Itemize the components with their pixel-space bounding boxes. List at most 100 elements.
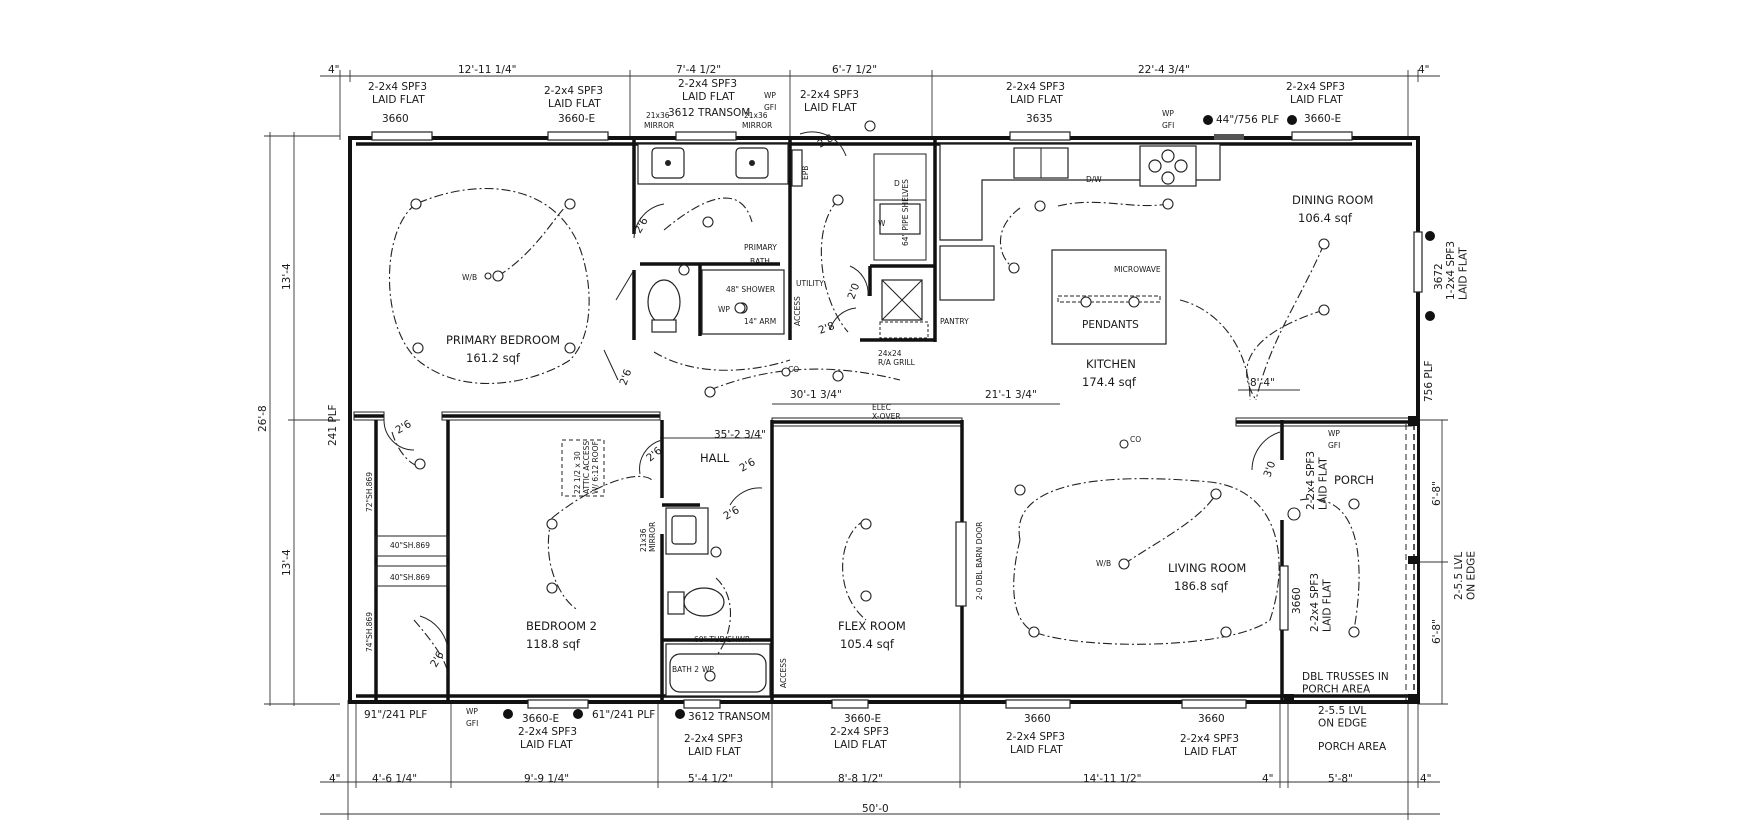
light-icon [1028,626,1040,638]
wb-label-1: W/B [462,273,477,282]
wp-label-3: WP [1162,109,1174,118]
porch-lvl-right: 2-5.5 LVLON EDGE [1453,551,1478,600]
porch-window-mid: 3660 [1291,587,1303,614]
shelf-label-1: 40"SH.869 [390,541,430,550]
gfi-label-2: GFI [1328,441,1340,450]
dim-top-2: 7'-4 1/2" [676,64,721,76]
light-icon [546,518,558,530]
shelf-label-4: 74"SH.869 [365,612,374,652]
top-header-5-line2: LAID FLAT [1010,94,1063,106]
electrical-wiring [388,188,1360,677]
light-icon [1162,198,1174,210]
dim-interior-2: 21'-1 3/4" [985,389,1037,401]
light-icon [1318,304,1330,316]
utility-name: UTILITY [796,279,824,288]
window-top-6 [1214,134,1244,140]
interior-walls [353,140,1413,700]
light-icon [1220,626,1232,638]
washer-icon [879,203,921,235]
barn-door-icon [955,521,967,607]
top-header-4-line1: 2-2x4 SPF3 [800,89,859,101]
light-icon [1318,238,1330,250]
wb-label-2: W/B [1096,559,1111,568]
window-bottom-2 [683,699,721,709]
dim-bottom-5: 14'-11 1/2" [1083,773,1141,785]
bottom-header-4-window: 3660 [1024,713,1051,725]
dim-top-4: 22'-4 3/4" [1138,64,1190,76]
tub-label: 60" TUB/SHWR [694,635,750,644]
epb-panel [791,149,803,187]
bottom-header-3-line1: 2-2x4 SPF3 [830,726,889,738]
bottom-header-4-line1: 2-2x4 SPF3 [1006,731,1065,743]
door-label: 2'6 [428,649,447,669]
light-icon [832,370,844,382]
light-icon [410,198,422,210]
co-detector-icon [1119,439,1129,449]
door-label: 2'6 [618,367,635,387]
light-icon [860,590,872,602]
door-label: 2'8 [816,132,836,151]
right-wall-plf: 756 PLF [1423,360,1435,402]
dim-bottom-4: 8'-8 1/2" [838,773,883,785]
top-header-2-line2: LAID FLAT [548,98,601,110]
dim-bottom-2: 9'-9 1/4" [524,773,569,785]
flex-area: 105.4 sqf [840,637,895,651]
light-icon [702,216,714,228]
top-header-1-line2: LAID FLAT [372,94,425,106]
mirror-side-label: 21x36MIRROR [639,522,657,552]
door-label: 2'6 [394,418,414,437]
co-detector-icon [781,367,791,377]
bottom-header-1-line1: 2-2x4 SPF3 [518,726,577,738]
flex-name: FLEX ROOM [838,619,906,633]
hall-name: HALL [700,451,730,465]
window-top-3 [675,131,737,141]
dim-left-0: 13'-4 [281,263,293,290]
dim-top-0: 4" [328,64,340,76]
barn-door-label: 2-0 DBL BARN DOOR [975,522,984,600]
kitchen-area: 174.4 sqf [1082,375,1137,389]
mirror-label-1: MIRROR [644,121,674,130]
co-label-1: CO [788,365,799,374]
windows [371,131,1423,709]
mirror-size-2: 21x36 [744,111,768,120]
bottom-header-5-line1: 2-2x4 SPF3 [1180,733,1239,745]
co-label-2: CO [1130,435,1141,444]
window-porch [1279,565,1289,631]
door-label: 2'8 [817,320,836,337]
dim-interior-1: 30'-1 3/4" [790,389,842,401]
top-header-3-window: 3612 TRANSOM [668,107,750,119]
shelf-label-2: 40"SH.869 [390,573,430,582]
bedroom2-name: BEDROOM 2 [526,619,597,633]
wp-label-1: WP [718,305,730,314]
shower-label: 48" SHOWER [726,285,775,294]
light-icon [1008,262,1020,274]
dim-left-1: 13'-4 [281,549,293,576]
gfi-label-1: GFI [1162,121,1174,130]
light-icon [1014,484,1026,496]
window-bottom-4 [1005,699,1071,709]
primary-bath-name-2: BATH [750,257,770,266]
wp-label-2: WP [702,665,714,674]
window-top-1 [371,131,433,141]
porch-area-label: PORCH AREA [1318,741,1387,753]
electrical-devices [410,120,1360,682]
window-top-5 [1291,131,1353,141]
light-icon [546,582,558,594]
window-bottom-3 [831,699,869,709]
primary-bedroom-name: PRIMARY BEDROOM [446,333,560,347]
bedroom2-area: 118.8 sqf [526,637,581,651]
door-label: 2'6 [738,456,758,475]
pendants-label: PENDANTS [1082,319,1139,331]
bath2-name: BATH 2 [672,665,699,674]
dimension-labels: 4" 12'-11 1/4" 7'-4 1/2" 6'-7 1/2" 22'-4… [257,64,1443,815]
dim-left-2: 26'-8 [257,405,269,432]
light-icon [1080,296,1092,308]
bath2-toilet-icon [683,587,725,617]
arm-label: 14" ARM [744,317,776,326]
island-inner-line [1057,295,1161,303]
wp-label-4: WP [1328,429,1340,438]
bottom-plf-2: 61"/241 PLF [592,709,655,721]
